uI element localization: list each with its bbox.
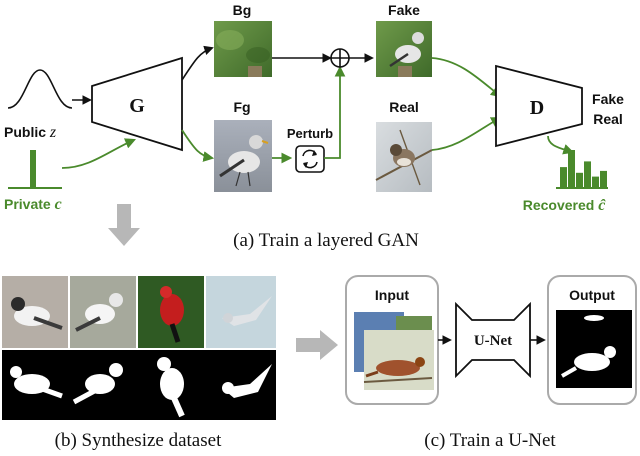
recovered-histogram	[560, 150, 607, 188]
synth-image-3	[138, 276, 204, 348]
fake-to-d-arrow	[431, 57, 502, 98]
perturb-icon	[295, 145, 325, 173]
recovered-histogram-bar	[600, 170, 607, 188]
fake-image	[376, 21, 432, 77]
input-label: Input	[375, 287, 410, 303]
b-to-c-arrow	[296, 330, 338, 360]
synth-image-2	[70, 276, 136, 348]
part-a-train-layered-gan: Public z Private c G Bg Fg	[4, 2, 624, 251]
background-image	[214, 21, 272, 77]
perturb-to-composite-arrow	[324, 65, 346, 159]
mask-3	[157, 357, 185, 418]
g-to-bg-arrow	[181, 45, 214, 81]
input-image-stack	[354, 312, 434, 390]
unet-shape	[455, 301, 531, 379]
gaussian-curve-icon	[7, 69, 73, 109]
recovered-histogram-bar	[592, 176, 599, 188]
caption-b: (b) Synthesize dataset	[55, 430, 222, 451]
private-c-label: Private c	[4, 196, 62, 213]
generator-label: G	[129, 95, 145, 117]
d-output-real: Real	[593, 111, 623, 127]
composite-plus-icon	[330, 48, 350, 68]
synth-image-4	[206, 276, 276, 348]
fake-label: Fake	[388, 2, 420, 18]
recovered-c-label: Recovered ĉ	[523, 197, 606, 214]
part-c-train-unet: Input U-Net Output (c) Train a U-Net	[345, 275, 637, 451]
g-to-fg-arrow	[181, 129, 215, 162]
real-to-d-arrow	[431, 116, 502, 151]
d-to-recovered-arrow	[547, 135, 575, 155]
caption-a: (a) Train a layered GAN	[233, 230, 419, 251]
perturb-label: Perturb	[287, 126, 333, 141]
mask-1	[10, 366, 63, 399]
unet-label: U-Net	[474, 333, 512, 349]
fg-label: Fg	[233, 99, 250, 115]
bg-label: Bg	[233, 2, 252, 18]
output-mask-image	[556, 310, 632, 388]
foreground-image	[214, 120, 272, 192]
generator-block	[91, 56, 183, 152]
recovered-histogram-bar	[560, 167, 567, 188]
part-b-synthesize-dataset: (b) Synthesize dataset	[2, 276, 276, 451]
discriminator-label: D	[530, 97, 544, 119]
caption-c: (c) Train a U-Net	[424, 430, 556, 451]
discriminator-block	[495, 64, 583, 148]
recovered-histogram-bar	[568, 150, 575, 188]
private-c-bar	[30, 150, 36, 188]
real-image	[375, 122, 433, 192]
private-c-arrow	[61, 138, 136, 169]
real-label: Real	[389, 99, 419, 115]
mask-4	[222, 364, 272, 398]
public-z-label: Public z	[4, 124, 57, 141]
synth-image-1	[2, 276, 68, 348]
recovered-histogram-bar	[576, 172, 583, 188]
d-output-fake: Fake	[592, 91, 624, 107]
recovered-histogram-bar	[584, 161, 591, 188]
output-label: Output	[569, 287, 615, 303]
a-to-b-arrow	[108, 204, 140, 246]
mask-2	[72, 363, 123, 405]
